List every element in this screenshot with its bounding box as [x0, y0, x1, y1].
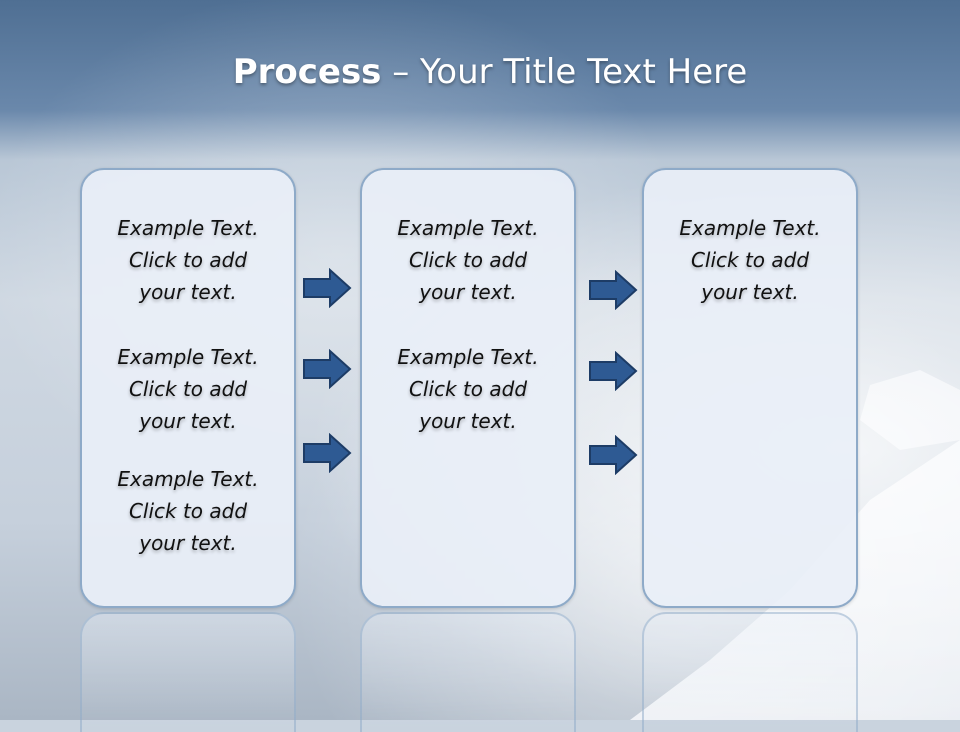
right-arrow-icon — [589, 435, 638, 475]
panel-2-reflection — [360, 612, 576, 732]
text-line: Click to add — [128, 377, 248, 401]
text-line: your text. — [139, 531, 237, 555]
text-line: your text. — [139, 280, 237, 304]
text-line: Click to add — [408, 248, 528, 272]
text-line: your text. — [139, 409, 237, 433]
panel-3-text-1[interactable]: Example Text. Click to add your text. — [644, 212, 856, 308]
process-panel-2[interactable]: Example Text. Click to add your text. Ex… — [360, 168, 576, 608]
text-line: Example Text. — [397, 216, 539, 240]
process-panel-3[interactable]: Example Text. Click to add your text. — [642, 168, 858, 608]
text-line: Click to add — [128, 499, 248, 523]
text-line: your text. — [419, 409, 517, 433]
text-line: your text. — [419, 280, 517, 304]
panel-1-text-1[interactable]: Example Text. Click to add your text. — [82, 212, 294, 308]
right-arrow-icon — [589, 270, 638, 310]
text-line: Click to add — [408, 377, 528, 401]
right-arrow-icon — [303, 349, 352, 389]
panel-1-text-3[interactable]: Example Text. Click to add your text. — [82, 463, 294, 559]
text-line: Example Text. — [117, 216, 259, 240]
panel-2-text-2[interactable]: Example Text. Click to add your text. — [362, 341, 574, 437]
right-arrow-icon — [303, 433, 352, 473]
right-arrow-icon — [303, 268, 352, 308]
title-bold: Process — [232, 52, 382, 92]
title-rest: – Your Title Text Here — [381, 52, 748, 92]
process-panel-1[interactable]: Example Text. Click to add your text. Ex… — [80, 168, 296, 608]
text-line: Click to add — [128, 248, 248, 272]
text-line: Click to add — [690, 248, 810, 272]
panel-2-text-1[interactable]: Example Text. Click to add your text. — [362, 212, 574, 308]
panel-1-text-2[interactable]: Example Text. Click to add your text. — [82, 341, 294, 437]
text-line: Example Text. — [117, 467, 259, 491]
page-title[interactable]: Process – Your Title Text Here — [0, 52, 960, 92]
text-line: Example Text. — [397, 345, 539, 369]
text-line: Example Text. — [117, 345, 259, 369]
panel-1-reflection — [80, 612, 296, 732]
right-arrow-icon — [589, 351, 638, 391]
text-line: Example Text. — [679, 216, 821, 240]
text-line: your text. — [701, 280, 799, 304]
panel-3-reflection — [642, 612, 858, 732]
